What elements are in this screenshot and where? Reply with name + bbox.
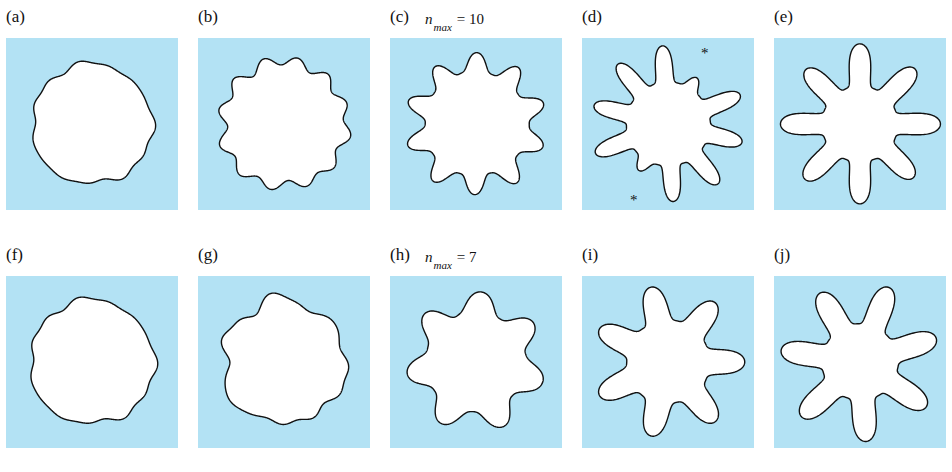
bubble-outline	[781, 287, 936, 441]
panel	[6, 38, 178, 210]
panel-label: (g)	[198, 246, 218, 263]
panel	[198, 38, 370, 210]
panel-label: (e)	[774, 8, 793, 25]
panel	[6, 276, 178, 448]
panel	[582, 276, 754, 448]
bubble-outline	[31, 297, 158, 423]
parameter-symbol: n	[425, 12, 433, 27]
bubble-outline	[408, 53, 544, 195]
parameter-symbol: n	[425, 250, 433, 265]
panel-label: (c)	[390, 8, 409, 25]
panel	[198, 276, 370, 448]
fluid-background	[582, 38, 754, 210]
bubble-outline	[219, 58, 351, 190]
parameter-value: = 7	[457, 250, 477, 265]
panel-label: (i)	[582, 246, 598, 263]
parameter-value: = 10	[457, 12, 484, 27]
fluid-background	[6, 276, 178, 448]
fluid-background	[390, 38, 562, 210]
fluid-background	[774, 38, 946, 210]
panel-label: (b)	[198, 8, 218, 25]
parameter-subscript: max	[434, 260, 452, 271]
bubble-outline	[594, 46, 742, 202]
fluid-background	[198, 276, 370, 448]
fluid-background	[774, 276, 946, 448]
fluid-background	[582, 276, 754, 448]
parameter-subscript: max	[434, 22, 452, 33]
bubble-outline	[33, 61, 156, 183]
panel-label: (d)	[582, 8, 602, 25]
panel	[582, 38, 754, 210]
panel-label: (h)	[390, 246, 410, 263]
bubble-outline	[407, 292, 543, 427]
panel-label: (a)	[6, 8, 25, 25]
panel	[390, 38, 562, 210]
panel	[390, 276, 562, 448]
panel-label: (f)	[6, 246, 23, 263]
bubble-outline	[599, 287, 745, 436]
panel-label: (j)	[774, 246, 790, 263]
asterisk-marker: *	[630, 193, 638, 208]
panel	[774, 38, 946, 210]
asterisk-marker: *	[701, 46, 709, 61]
bubble-outline	[221, 293, 348, 424]
fluid-background	[198, 38, 370, 210]
bubble-outline	[780, 44, 940, 204]
fluid-background	[6, 38, 178, 210]
panel	[774, 276, 946, 448]
fluid-background	[390, 276, 562, 448]
